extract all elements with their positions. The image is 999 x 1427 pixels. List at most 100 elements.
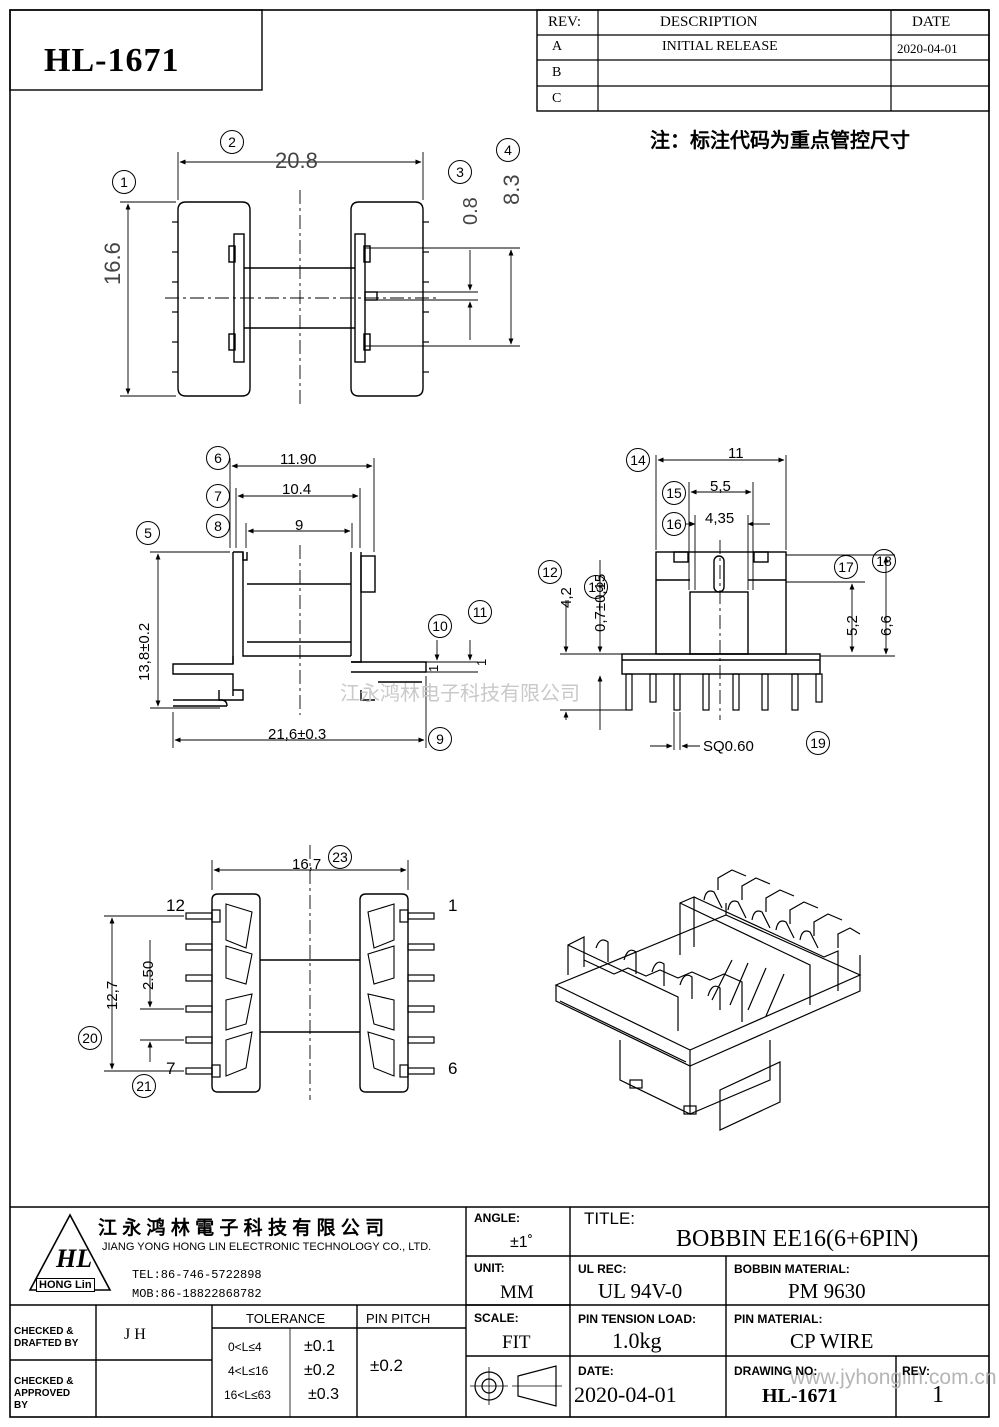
title-value: BOBBIN EE16(6+6PIN): [676, 1226, 919, 1252]
ul-label: UL REC:: [578, 1262, 627, 1276]
dim-end-5-2: 5,2: [844, 615, 861, 636]
tolerance-value-2: ±0.2: [304, 1362, 336, 1379]
dim-top-width: 20.8: [275, 148, 318, 173]
dim-end-11: 11: [728, 445, 744, 462]
balloon-20: 20: [78, 1026, 102, 1050]
checked-drafted-value: J H: [124, 1326, 146, 1343]
rev-header-rev: REV:: [548, 14, 582, 30]
dim-end-5-5: 5,5: [710, 478, 731, 495]
pin-label-7: 7: [166, 1059, 176, 1078]
rev-row-a-rev: A: [552, 39, 563, 54]
balloon-10: 10: [428, 614, 452, 638]
ul-value: UL 94V-0: [598, 1279, 683, 1303]
pin-pitch-value: ±0.2: [370, 1356, 403, 1375]
watermark-website: www.jyhonglin.com.cn: [790, 1366, 997, 1389]
company-name-en: JIANG YONG HONG LIN ELECTRONIC TECHNOLOG…: [102, 1241, 432, 1253]
checked-approved-label: CHECKED & APPROVED BY: [14, 1376, 74, 1411]
bobbin-material-value: PM 9630: [788, 1279, 866, 1303]
rev-header-description: DESCRIPTION: [660, 14, 758, 30]
balloon-14: 14: [626, 448, 650, 472]
dim-side-1b: 1: [474, 658, 489, 666]
rev-row-a-date: 2020-04-01: [897, 41, 958, 56]
balloon-5: 5: [136, 521, 160, 545]
date-value: 2020-04-01: [574, 1382, 677, 1407]
dim-9: 9: [295, 517, 304, 534]
angle-value: ±1˚: [510, 1234, 534, 1251]
pin-label-12: 12: [166, 896, 185, 915]
balloon-9: 9: [428, 727, 452, 751]
dim-bot-2-50: 2.50: [140, 960, 157, 990]
dim-side-height: 13,8±0.2: [136, 622, 153, 681]
tolerance-range-1: 0<L≤4: [228, 1340, 262, 1354]
part-number: HL-1671: [44, 42, 180, 79]
pin-label-6: 6: [448, 1059, 458, 1078]
top-view: [172, 201, 429, 397]
tolerance-value-1: ±0.1: [304, 1338, 336, 1355]
tolerance-range-2: 4<L≤16: [228, 1364, 269, 1378]
balloon-23: 23: [328, 845, 352, 869]
balloon-11: 11: [468, 600, 492, 624]
dim-end-6-6: 6,6: [878, 615, 895, 636]
end-view: [621, 551, 823, 711]
balloon-7: 7: [206, 484, 230, 508]
balloon-21: 21: [132, 1074, 156, 1098]
dim-bot-16-7: 16,7: [292, 856, 322, 873]
balloon-13: 13: [584, 575, 608, 599]
dim-10-4: 10.4: [282, 481, 312, 498]
pin-pitch-label: PIN PITCH: [366, 1311, 431, 1326]
pin-label-1: 1: [448, 896, 458, 915]
rev-row-c-rev: C: [552, 91, 562, 106]
projection-symbol: [470, 1365, 562, 1407]
scale-label: SCALE:: [474, 1311, 519, 1325]
balloon-19: 19: [806, 731, 830, 755]
company-tel: TEL:86-746-5722898: [132, 1268, 262, 1282]
dim-side-1a: 1: [426, 664, 441, 672]
balloon-12: 12: [538, 560, 562, 584]
title-label: TITLE:: [584, 1209, 636, 1228]
dim-end-0-7: 0,7±0,15: [592, 573, 609, 632]
logo-text: HONG Lin: [36, 1278, 95, 1292]
watermark-company: 江永鸿林电子科技有限公司: [340, 683, 580, 705]
checked-drafted-label: CHECKED & DRAFTED BY: [14, 1326, 79, 1349]
dim-11-90: 11.90: [280, 451, 317, 468]
dim-pin-span: 8.3: [499, 174, 524, 205]
company-mob: MOB:86-18822868782: [132, 1287, 262, 1301]
tolerance-range-3: 16<L≤63: [224, 1388, 271, 1402]
rev-value: 1: [932, 1382, 944, 1408]
dim-end-4-35: 4,35: [705, 510, 735, 527]
angle-label: ANGLE:: [474, 1211, 520, 1225]
balloon-15: 15: [662, 481, 686, 505]
dim-end-4-2: 4,2: [558, 587, 575, 608]
balloon-17: 17: [834, 555, 858, 579]
tolerance-label: TOLERANCE: [246, 1311, 326, 1326]
bottom-view: [185, 893, 435, 1093]
control-dimension-note: 注：标注代码为重点管控尺寸: [650, 130, 910, 152]
balloon-2: 2: [220, 130, 244, 154]
balloon-3: 3: [448, 160, 472, 184]
balloon-4: 4: [496, 138, 520, 162]
bobbin-material-label: BOBBIN MATERIAL:: [734, 1262, 850, 1276]
balloon-1: 1: [112, 170, 136, 194]
drawing-no-value: HL-1671: [762, 1385, 838, 1407]
pin-material-label: PIN MATERIAL:: [734, 1312, 823, 1326]
pin-tension-label: PIN TENSION LOAD:: [578, 1312, 697, 1326]
drawing-no-label: DRAWING NO:: [734, 1364, 818, 1378]
balloon-8: 8: [206, 514, 230, 538]
rev-row-b-rev: B: [552, 65, 562, 80]
side-view: [172, 551, 427, 707]
pin-material-value: CP WIRE: [790, 1329, 874, 1353]
date-label: DATE:: [578, 1364, 614, 1378]
company-name-cn: 江 永 鸿 林 電 子 科 技 有 限 公 司: [98, 1218, 385, 1239]
pin-tension-value: 1.0kg: [612, 1328, 662, 1353]
dim-end-sq: SQ0.60: [703, 738, 754, 755]
unit-value: MM: [500, 1282, 534, 1303]
rev-header-date: DATE: [912, 14, 951, 30]
isometric-view: [554, 869, 862, 1131]
rev-label: REV:: [902, 1364, 931, 1378]
dim-top-height: 16.6: [100, 242, 125, 285]
logo-letters: HL: [56, 1244, 93, 1273]
dim-pin: 0.8: [460, 197, 482, 225]
balloon-16: 16: [662, 512, 686, 536]
tolerance-value-3: ±0.3: [308, 1386, 340, 1403]
